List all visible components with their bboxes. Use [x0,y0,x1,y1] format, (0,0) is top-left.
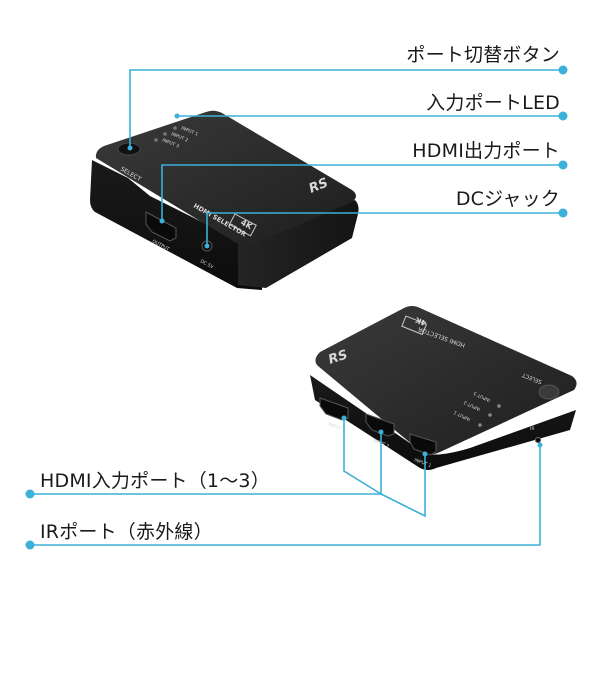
led-back-2 [488,413,492,417]
callout-dot-hdmi-out [558,160,568,170]
hdmi-input-port-3 [319,397,349,421]
4k-badge-back-label: 4K [413,315,428,328]
callout-dot-hdmi-in [25,489,35,499]
device-back: RS 4K HDMI SELECTOR SELECT INPUT 1 INPUT… [310,306,577,470]
callout-dot-ir [25,540,35,550]
callout-dot-select [558,65,568,75]
callout-lines [30,69,563,546]
port-label-1: INPUT 1 [413,457,432,469]
callout-line-hdmi-in-1 [380,454,426,518]
callout-dot-led [558,111,568,121]
label-ir-port: IRポート（赤外線） [40,521,213,543]
hdmi-input-port-1 [409,433,437,456]
led-back-3 [497,404,501,408]
label-dc-jack: DCジャック [455,188,560,210]
callout-end-port-2 [378,429,384,435]
callout-end-port-1 [422,451,428,457]
led-back-1 [478,423,482,427]
label-input-led: 入力ポートLED [426,92,560,114]
label-hdmi-in: HDMI入力ポート（1～3） [40,470,270,492]
led-input-2 [163,132,167,136]
callout-dot-dc [558,208,568,218]
callout-dots [25,65,568,550]
callout-end-port-3 [341,415,347,421]
led-input-3 [154,138,158,142]
select-button-back[interactable] [538,384,560,400]
callout-end-select [127,145,133,151]
callout-line-ir [30,445,541,546]
callout-line-select [129,69,563,148]
led-input-1 [173,126,177,130]
callout-line-dc [206,212,563,246]
4k-badge [228,213,257,237]
brand-logo: RS [307,176,331,197]
callout-line-hdmi-in-3 [343,418,382,495]
ir-label: IR [530,426,534,432]
callout-end-ir [537,442,543,448]
4k-badge-back [401,315,428,336]
ir-port [534,436,542,444]
label-select-button: ポート切替ボタン [406,44,560,66]
brand-logo-back: RS [327,348,350,368]
callout-line-hdmi-out [161,164,563,221]
device-front: SELECT INPUT 1 INPUT 2 INPUT 3 RS 4K HDM… [90,110,359,290]
hdmi-output-port [145,211,177,242]
callout-end-led [174,113,180,119]
label-hdmi-out: HDMI出力ポート [412,140,560,162]
hdmi-input-port-2 [365,413,395,437]
callout-end-dc [204,243,210,249]
callout-end-hdmi-out [159,218,165,224]
